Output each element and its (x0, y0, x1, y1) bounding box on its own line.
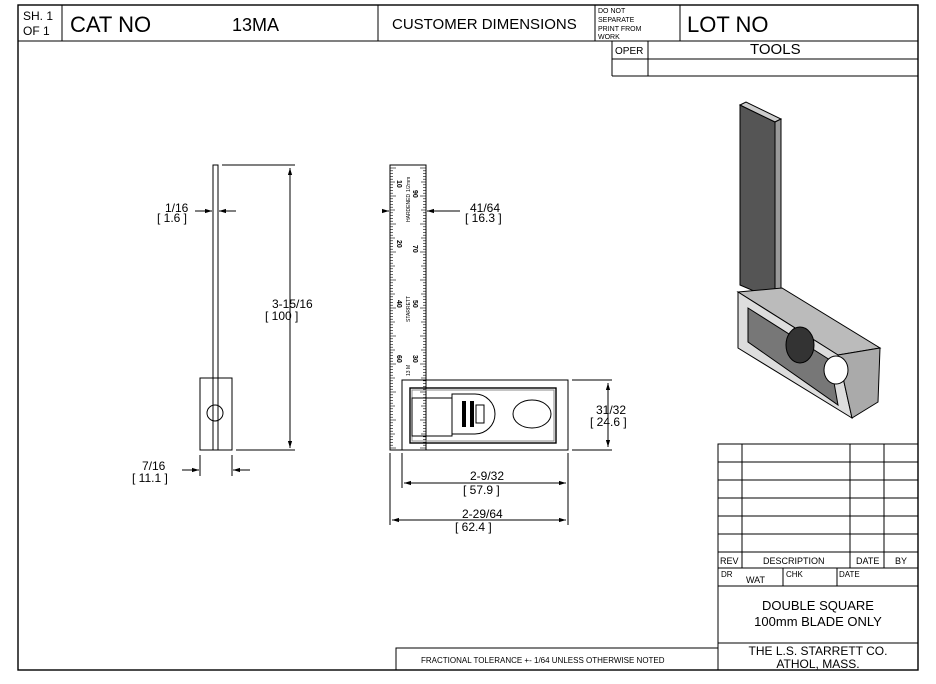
tolerance-note: FRACTIONAL TOLERANCE +- 1/64 UNLESS OTHE… (421, 656, 665, 665)
ruler-mark: 60 (395, 355, 402, 363)
base-length-dimension-mm: [ 57.9 ] (463, 483, 500, 497)
oper-label: OPER (615, 46, 643, 57)
tools-label: TOOLS (750, 41, 801, 58)
ruler-text-brand: STARRETT (406, 296, 412, 322)
do-not-separate-line: PRINT FROM (598, 26, 642, 33)
ruler-mark: 20 (395, 240, 402, 248)
date-label: DATE (839, 570, 860, 579)
customer-dimensions-label: CUSTOMER DIMENSIONS (392, 16, 577, 33)
base-height-dimension-mm: [ 24.6 ] (590, 415, 627, 429)
company-name: THE L.S. STARRETT CO. (749, 644, 888, 658)
ruler-text-model: 13 M (406, 365, 412, 376)
height-dimension-mm: [ 100 ] (265, 309, 298, 323)
header-block: SH. 1 OF 1 CAT NO 13MA CUSTOMER DIMENSIO… (18, 5, 918, 77)
ruler-mark: 30 (411, 355, 418, 363)
date-header: DATE (856, 556, 879, 566)
chk-label: CHK (786, 570, 804, 579)
thickness-dimension-mm: [ 1.6 ] (157, 211, 187, 225)
overall-length-dimension-mm: [ 62.4 ] (455, 520, 492, 534)
ruler-mark: 70 (411, 245, 418, 253)
title-block: DR WAT CHK DATE DOUBLE SQUARE 100mm BLAD… (718, 568, 918, 671)
tolerance-box (395, 647, 719, 671)
base-width-dimension: 7/16 (142, 459, 166, 473)
cat-no-value: 13MA (232, 15, 279, 35)
ruler-mark: 10 (395, 180, 402, 188)
base-length-dimension: 2-9/32 (470, 469, 504, 483)
do-not-separate-line: DO NOT (598, 8, 626, 15)
by-header: BY (895, 556, 907, 566)
blade-width-dimension: 41/64 (470, 201, 500, 215)
blade-width-dimension-mm: [ 16.3 ] (465, 211, 502, 225)
ruler-text-scale: 1/2mm (406, 177, 412, 192)
ruler-text-hardened: HARDENED (406, 194, 412, 222)
isometric-view (736, 101, 882, 420)
dr-value: WAT (746, 575, 765, 585)
drawing-title: DOUBLE SQUARE (762, 598, 874, 613)
overall-length-dimension: 2-29/64 (462, 507, 503, 521)
cat-no-label: CAT NO (70, 12, 151, 37)
base-width-dimension-mm: [ 11.1 ] (132, 471, 168, 485)
revision-table: REV DESCRIPTION DATE BY (717, 443, 919, 671)
front-view: 10 20 40 60 90 70 50 30 1/2mm HARDENED S… (382, 164, 627, 534)
ruler-mark: 90 (411, 190, 418, 198)
base-height-dimension: 31/32 (596, 403, 626, 417)
company-location: ATHOL, MASS. (776, 657, 859, 671)
height-dimension: 3-15/16 (272, 297, 313, 311)
thickness-dimension: 1/16 (165, 201, 189, 215)
dr-label: DR (721, 570, 733, 579)
sheet-number: SH. 1 (23, 9, 53, 23)
description-header: DESCRIPTION (763, 556, 825, 566)
ruler-mark: 40 (395, 300, 402, 308)
rev-header: REV (720, 556, 739, 566)
ruler-mark: 50 (411, 300, 418, 308)
lot-no-label: LOT NO (687, 12, 769, 37)
sheet-of: OF 1 (23, 24, 50, 38)
do-not-separate-line: SEPARATE (598, 17, 635, 24)
drawing-subtitle: 100mm BLADE ONLY (754, 614, 882, 629)
side-view: 3-15/16 [ 100 ] 1/16 [ 1.6 ] 7/16 [ 11.1… (132, 164, 313, 485)
do-not-separate-line: WORK (598, 34, 620, 41)
